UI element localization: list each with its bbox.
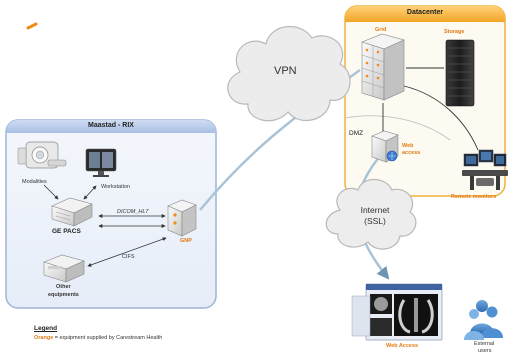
storage-label: Storage [444,29,465,35]
dmz-divider [344,115,451,141]
cifs-link-label: CIFS [122,254,135,260]
ge-pacs-label: GE PACS [52,228,81,235]
decorative-orange-dash [26,22,38,30]
storage-tower-icon [445,39,475,107]
grid-server-rack-icon [361,33,405,101]
pacs-server-icon [51,197,93,227]
gnp-label: GNP [180,238,192,244]
legend-text: = equipment supplied by Carestream Healt… [53,335,163,341]
gnp-server-icon [167,199,197,237]
vpn-label: VPN [274,65,297,77]
legend-orange-word: Orange [34,335,54,341]
modalities-label: Modalities [22,179,47,185]
external-users-label-line1: External [474,341,495,347]
vpn-cloud-icon [227,25,351,122]
datacenter-panel-title: Datacenter [406,9,444,16]
legend-title: Legend [34,325,58,332]
web-access-server-icon [371,130,399,163]
rix-panel-title: Maastad - RIX [88,122,134,129]
other-equipments-label-line1: Other [56,284,71,290]
datacenter-panel [344,5,506,197]
cifs-link-arrow [87,237,167,267]
remote-monitors-label: Remote monitors [451,194,497,200]
modalities-to-pacs-arrow [43,184,59,200]
internet-label-line2: (SSL) [364,216,386,226]
internet-cloud-icon [325,178,417,250]
workstation-to-pacs-arrow [83,185,97,200]
remote-monitors-icon [462,149,508,190]
web-access-client-label: Web Access [386,343,419,349]
modality-scanner-icon [17,141,67,169]
workstation-icon [85,148,117,177]
other-equipment-icon [43,254,85,283]
web-access-server-label-line1: Web [402,143,414,149]
web-access-screens-icon [351,283,443,341]
external-users-icon [464,300,503,340]
other-equipments-label-line2: equipments [48,292,79,298]
external-users-label-line2: users [478,348,492,354]
web-access-server-label-line2: access [402,150,421,156]
workstation-label: Workstation [101,184,130,190]
grid-label: Grid [375,27,387,33]
internet-label-line1: Internet [360,205,390,215]
dicom-link-label: DICOM_HL7 [117,209,149,215]
legend-line: Orange = equipment supplied by Carestrea… [34,335,162,341]
dmz-label: DMZ [349,130,364,137]
grid-remote-link [403,85,479,151]
